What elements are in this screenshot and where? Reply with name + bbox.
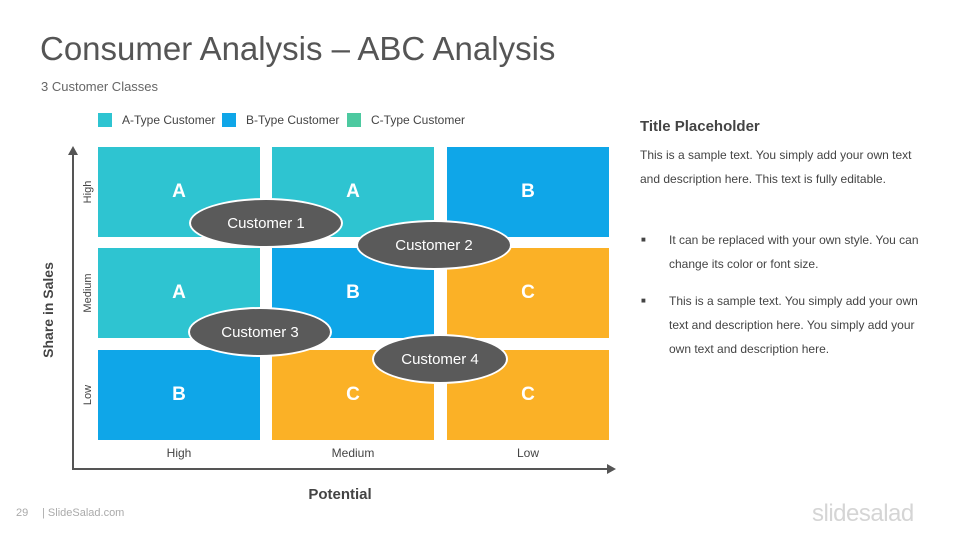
bullet-list: ■ It can be replaced with your own style… bbox=[640, 228, 930, 374]
cell-class-label: C bbox=[346, 384, 360, 405]
customer-bubble-3: Customer 3 bbox=[188, 307, 332, 357]
bullet-square-icon: ■ bbox=[641, 235, 646, 244]
slide-number: 29 bbox=[16, 507, 29, 519]
cell-class-label: A bbox=[346, 181, 360, 202]
row-label-text: Low bbox=[82, 384, 94, 406]
legend-swatch-b bbox=[222, 113, 236, 127]
cell-class-label: B bbox=[521, 181, 535, 202]
x-axis-line bbox=[72, 468, 610, 470]
customer-bubble-2: Customer 2 bbox=[356, 220, 512, 270]
slide-subtitle: 3 Customer Classes bbox=[41, 79, 159, 94]
legend-label-c: C-Type Customer bbox=[371, 113, 466, 127]
row-label-text: High bbox=[82, 180, 94, 204]
legend-label-a: A-Type Customer bbox=[122, 113, 216, 127]
cell-class-label: A bbox=[172, 181, 186, 202]
x-axis-arrow-icon bbox=[607, 464, 616, 474]
legend-item-c: C-Type Customer bbox=[347, 112, 465, 128]
bullet-square-icon: ■ bbox=[641, 296, 646, 305]
col-label-low: Low bbox=[516, 446, 539, 460]
matrix-cell: B bbox=[447, 147, 609, 237]
x-axis-title: Potential bbox=[308, 486, 372, 503]
cell-class-label: B bbox=[172, 384, 186, 405]
legend-label-b: B-Type Customer bbox=[246, 113, 340, 127]
y-axis-line bbox=[72, 148, 74, 470]
y-axis-arrow-icon bbox=[68, 146, 78, 155]
panel-text: This is a sample text. You simply add yo… bbox=[640, 148, 912, 186]
customer-bubble-1: Customer 1 bbox=[189, 198, 343, 248]
cell-class-label: C bbox=[521, 282, 535, 303]
matrix-cell: B bbox=[98, 350, 260, 440]
brand-logo: slidesalad bbox=[812, 500, 914, 527]
row-label-text: Medium bbox=[82, 273, 94, 313]
legend-swatch-c bbox=[347, 113, 361, 127]
legend-swatch-a bbox=[98, 113, 112, 127]
customer-bubble-4: Customer 4 bbox=[372, 334, 508, 384]
panel-title: Title Placeholder bbox=[640, 118, 760, 135]
bullet-item: ■ It can be replaced with your own style… bbox=[640, 228, 930, 276]
cell-class-label: B bbox=[346, 282, 360, 303]
footer-site: | SlideSalad.com bbox=[42, 507, 125, 519]
bullet-text: This is a sample text. You simply add yo… bbox=[669, 294, 918, 356]
bullet-text: It can be replaced with your own style. … bbox=[669, 233, 919, 271]
y-axis-title-text: Share in Sales bbox=[40, 262, 56, 358]
col-label-high: High bbox=[166, 446, 192, 460]
legend-item-b: B-Type Customer bbox=[222, 112, 339, 128]
bullet-item: ■ This is a sample text. You simply add y… bbox=[640, 289, 930, 361]
cell-class-label: C bbox=[521, 384, 535, 405]
slide-title: Consumer Analysis – ABC Analysis bbox=[40, 30, 556, 67]
col-label-medium: Medium bbox=[331, 446, 375, 460]
legend-item-a: A-Type Customer bbox=[98, 112, 215, 128]
cell-class-label: A bbox=[172, 282, 186, 303]
